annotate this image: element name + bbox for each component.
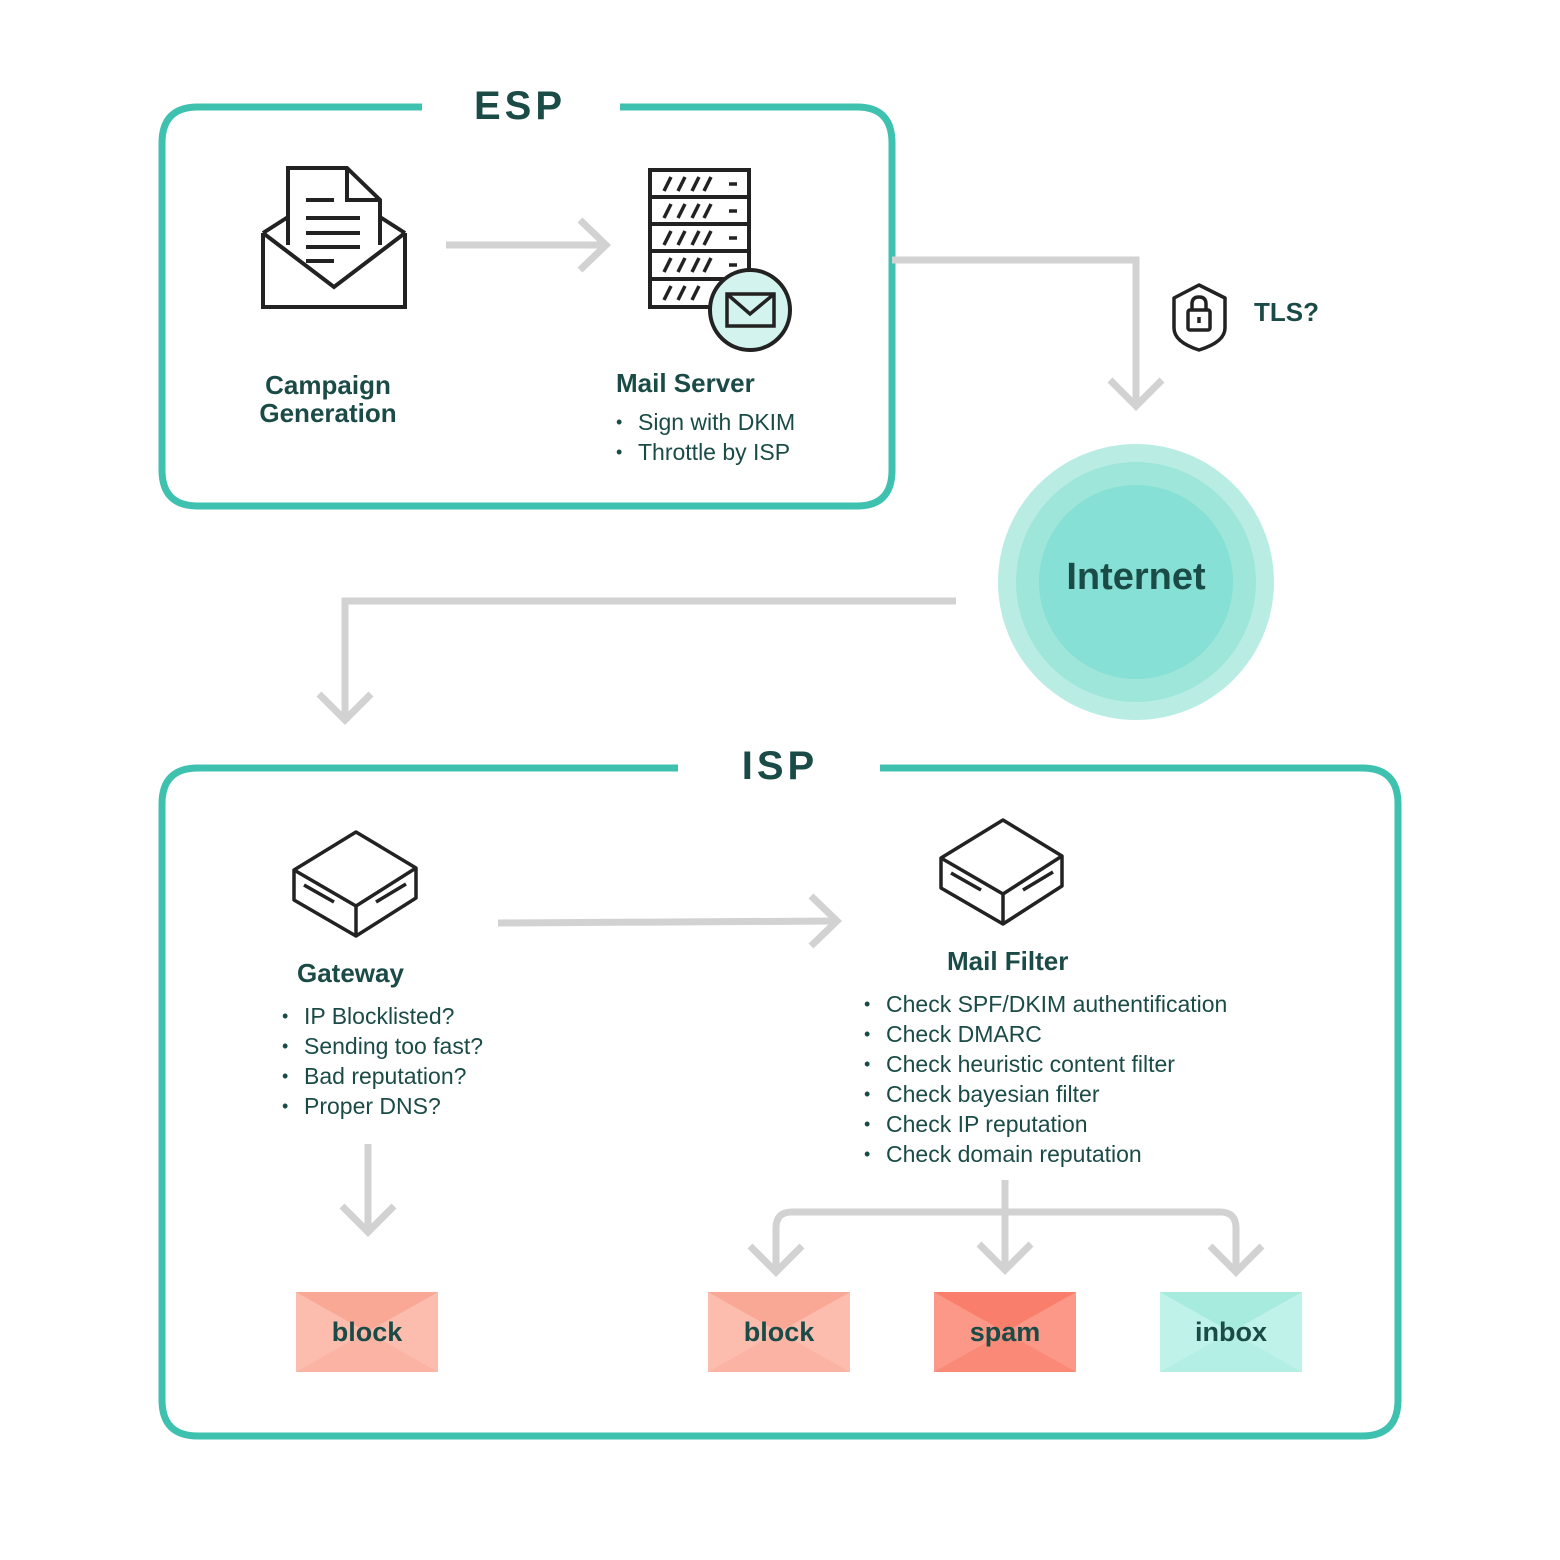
filter-block-label: block xyxy=(743,1317,815,1347)
isp-frame xyxy=(158,764,1402,1440)
mail-filter-list: Check SPF/DKIM authentification Check DM… xyxy=(864,989,1227,1169)
gateway-block-envelope xyxy=(296,1292,438,1372)
server-rack-mail-icon xyxy=(648,168,792,352)
gateway-list: IP Blocklisted? Sending too fast? Bad re… xyxy=(282,1001,483,1121)
arrow-server-to-internet xyxy=(892,256,1165,411)
filter-inbox-envelope xyxy=(1160,1292,1302,1372)
tls-label: TLS? xyxy=(1254,297,1319,327)
list-item: Check heuristic content filter xyxy=(864,1049,1227,1079)
list-item: Sign with DKIM xyxy=(616,407,795,437)
gateway-title: Gateway xyxy=(297,958,404,988)
esp-heading: ESP xyxy=(473,84,567,128)
arrow-internet-to-isp xyxy=(316,597,956,725)
list-item: IP Blocklisted? xyxy=(282,1001,483,1031)
campaign-title: Campaign Generation xyxy=(259,370,397,428)
list-item: Proper DNS? xyxy=(282,1091,483,1121)
mail-server-list: Sign with DKIM Throttle by ISP xyxy=(616,407,795,467)
list-item: Check bayesian filter xyxy=(864,1079,1227,1109)
arrow-filter-branches xyxy=(747,1180,1265,1277)
isp-heading: ISP xyxy=(741,744,819,788)
filter-box-icon xyxy=(939,818,1064,926)
filter-spam-label: spam xyxy=(969,1317,1041,1347)
list-item: Check IP reputation xyxy=(864,1109,1227,1139)
arrow-campaign-to-server xyxy=(446,217,612,273)
list-item: Check SPF/DKIM authentification xyxy=(864,989,1227,1019)
list-item: Throttle by ISP xyxy=(616,437,795,467)
gateway-box-icon xyxy=(292,830,418,938)
arrow-gateway-to-block xyxy=(339,1144,397,1237)
filter-block-envelope xyxy=(708,1292,850,1372)
internet-label: Internet xyxy=(1066,556,1206,598)
envelope-document-icon xyxy=(261,166,407,309)
list-item: Bad reputation? xyxy=(282,1061,483,1091)
list-item: Check domain reputation xyxy=(864,1139,1227,1169)
list-item: Check DMARC xyxy=(864,1019,1227,1049)
mail-server-title: Mail Server xyxy=(616,368,755,398)
gateway-block-label: block xyxy=(331,1317,403,1347)
filter-spam-envelope xyxy=(934,1292,1076,1372)
shield-lock-icon xyxy=(1172,283,1227,352)
filter-inbox-label: inbox xyxy=(1195,1317,1267,1347)
arrow-gateway-to-filter xyxy=(497,893,843,949)
internet-node xyxy=(998,444,1274,720)
esp-frame xyxy=(158,103,896,510)
list-item: Sending too fast? xyxy=(282,1031,483,1061)
mail-filter-title: Mail Filter xyxy=(947,946,1069,976)
